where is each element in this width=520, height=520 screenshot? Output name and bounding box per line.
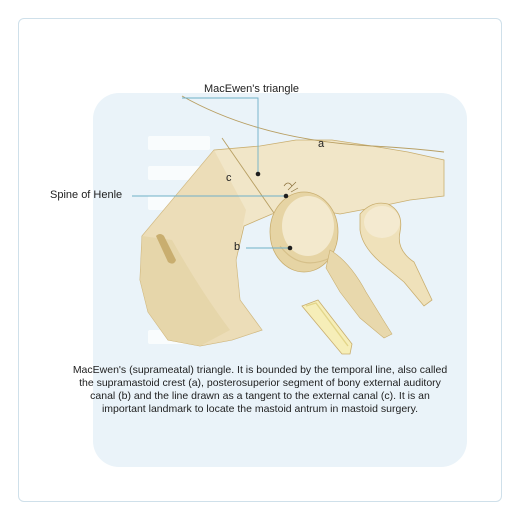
label-c: c bbox=[226, 172, 232, 184]
label-b: b bbox=[234, 241, 241, 253]
label-a: a bbox=[318, 138, 325, 150]
label-macewens-triangle: MacEwen's triangle bbox=[204, 83, 300, 95]
spine-of-henle-mark bbox=[283, 181, 299, 193]
triangle-point bbox=[255, 171, 261, 177]
tangent-line bbox=[221, 137, 277, 217]
spine-point bbox=[283, 193, 289, 199]
canal-point bbox=[287, 245, 293, 251]
triangle-leader-line bbox=[182, 97, 259, 172]
figure-caption: MacEwen's (suprameatal) triangle. It is … bbox=[72, 364, 448, 415]
leader-lines bbox=[132, 97, 288, 249]
temporal-line bbox=[181, 95, 445, 153]
bone-notch bbox=[156, 234, 176, 264]
styloid-process bbox=[301, 299, 353, 355]
label-spine-of-henle: Spine of Henle bbox=[50, 189, 123, 201]
